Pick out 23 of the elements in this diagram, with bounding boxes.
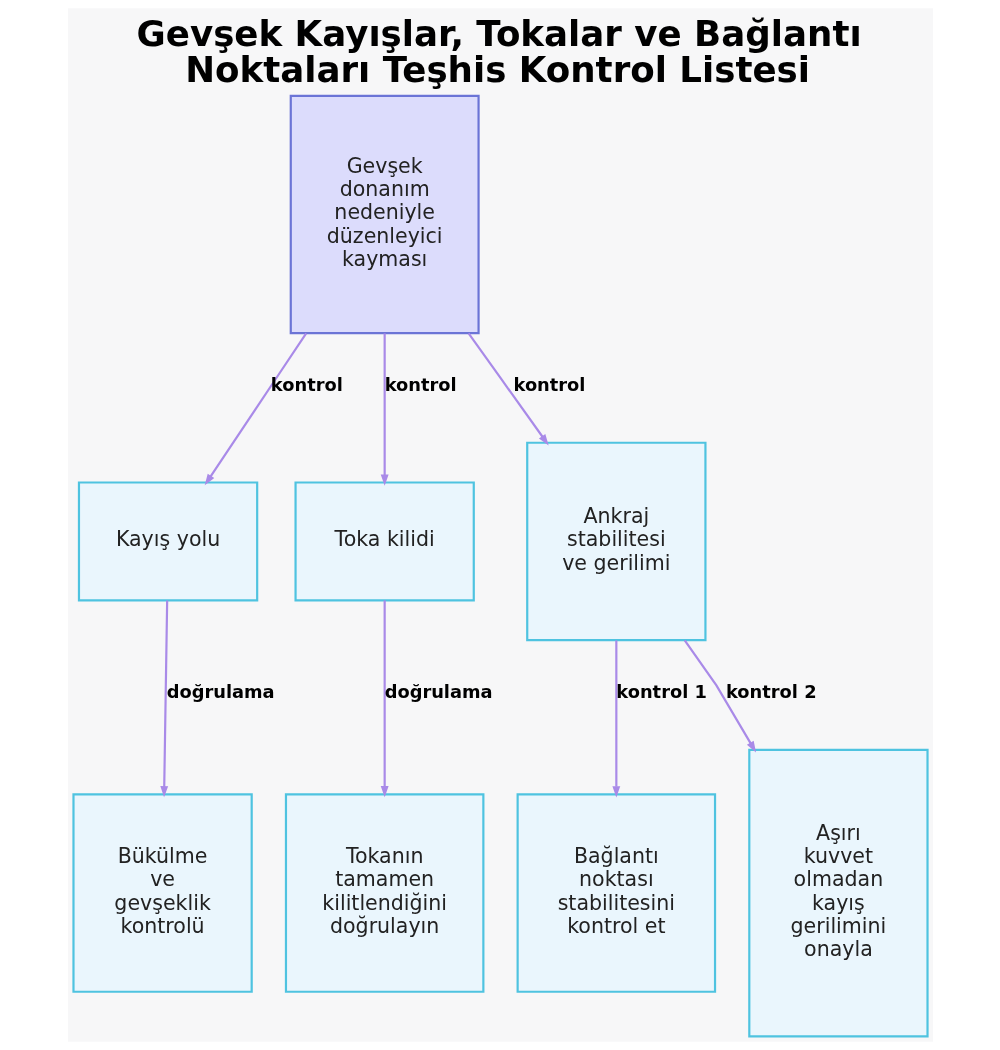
edge-label: kontrol [384,374,457,396]
node-box: Tokanın tamamen kilitlendiğini doğrulayın [284,793,484,993]
node-box: Bağlantı noktası stabilitesini kontrol et [516,793,716,993]
arrow [611,640,620,798]
arrow [380,600,389,798]
arrow [380,333,389,486]
edge-label: kontrol 1 [615,681,707,703]
edge-label: kontrol [513,374,585,396]
diagram-title: Gevşek Kayışlar, Tokalar ve Bağlantı Noktaları Teşhis Kontrol Listesi [136,13,862,90]
edge-label: doğrulama [384,681,493,703]
node-box: Ankraj stabilitesi ve gerilimi [525,441,707,642]
node-box: Bükülme ve gevşeklik kontrolü [71,793,253,993]
arrow [683,639,756,753]
node-box: Gevşek donanım nedeniyle düzenleyici kayması [289,94,480,335]
node-box: Kayış yolu [77,481,258,602]
edge-label: kontrol [270,374,343,396]
arrow [204,332,307,486]
edge-label: doğrulama [166,681,275,703]
edge-label: kontrol 2 [725,681,817,703]
arrow [159,600,168,798]
node-box: Toka kilidi [293,481,475,602]
node-box: Aşırı kuvvet olmadan kayış gerilimini onayla [747,748,929,1038]
arrow [467,332,549,446]
